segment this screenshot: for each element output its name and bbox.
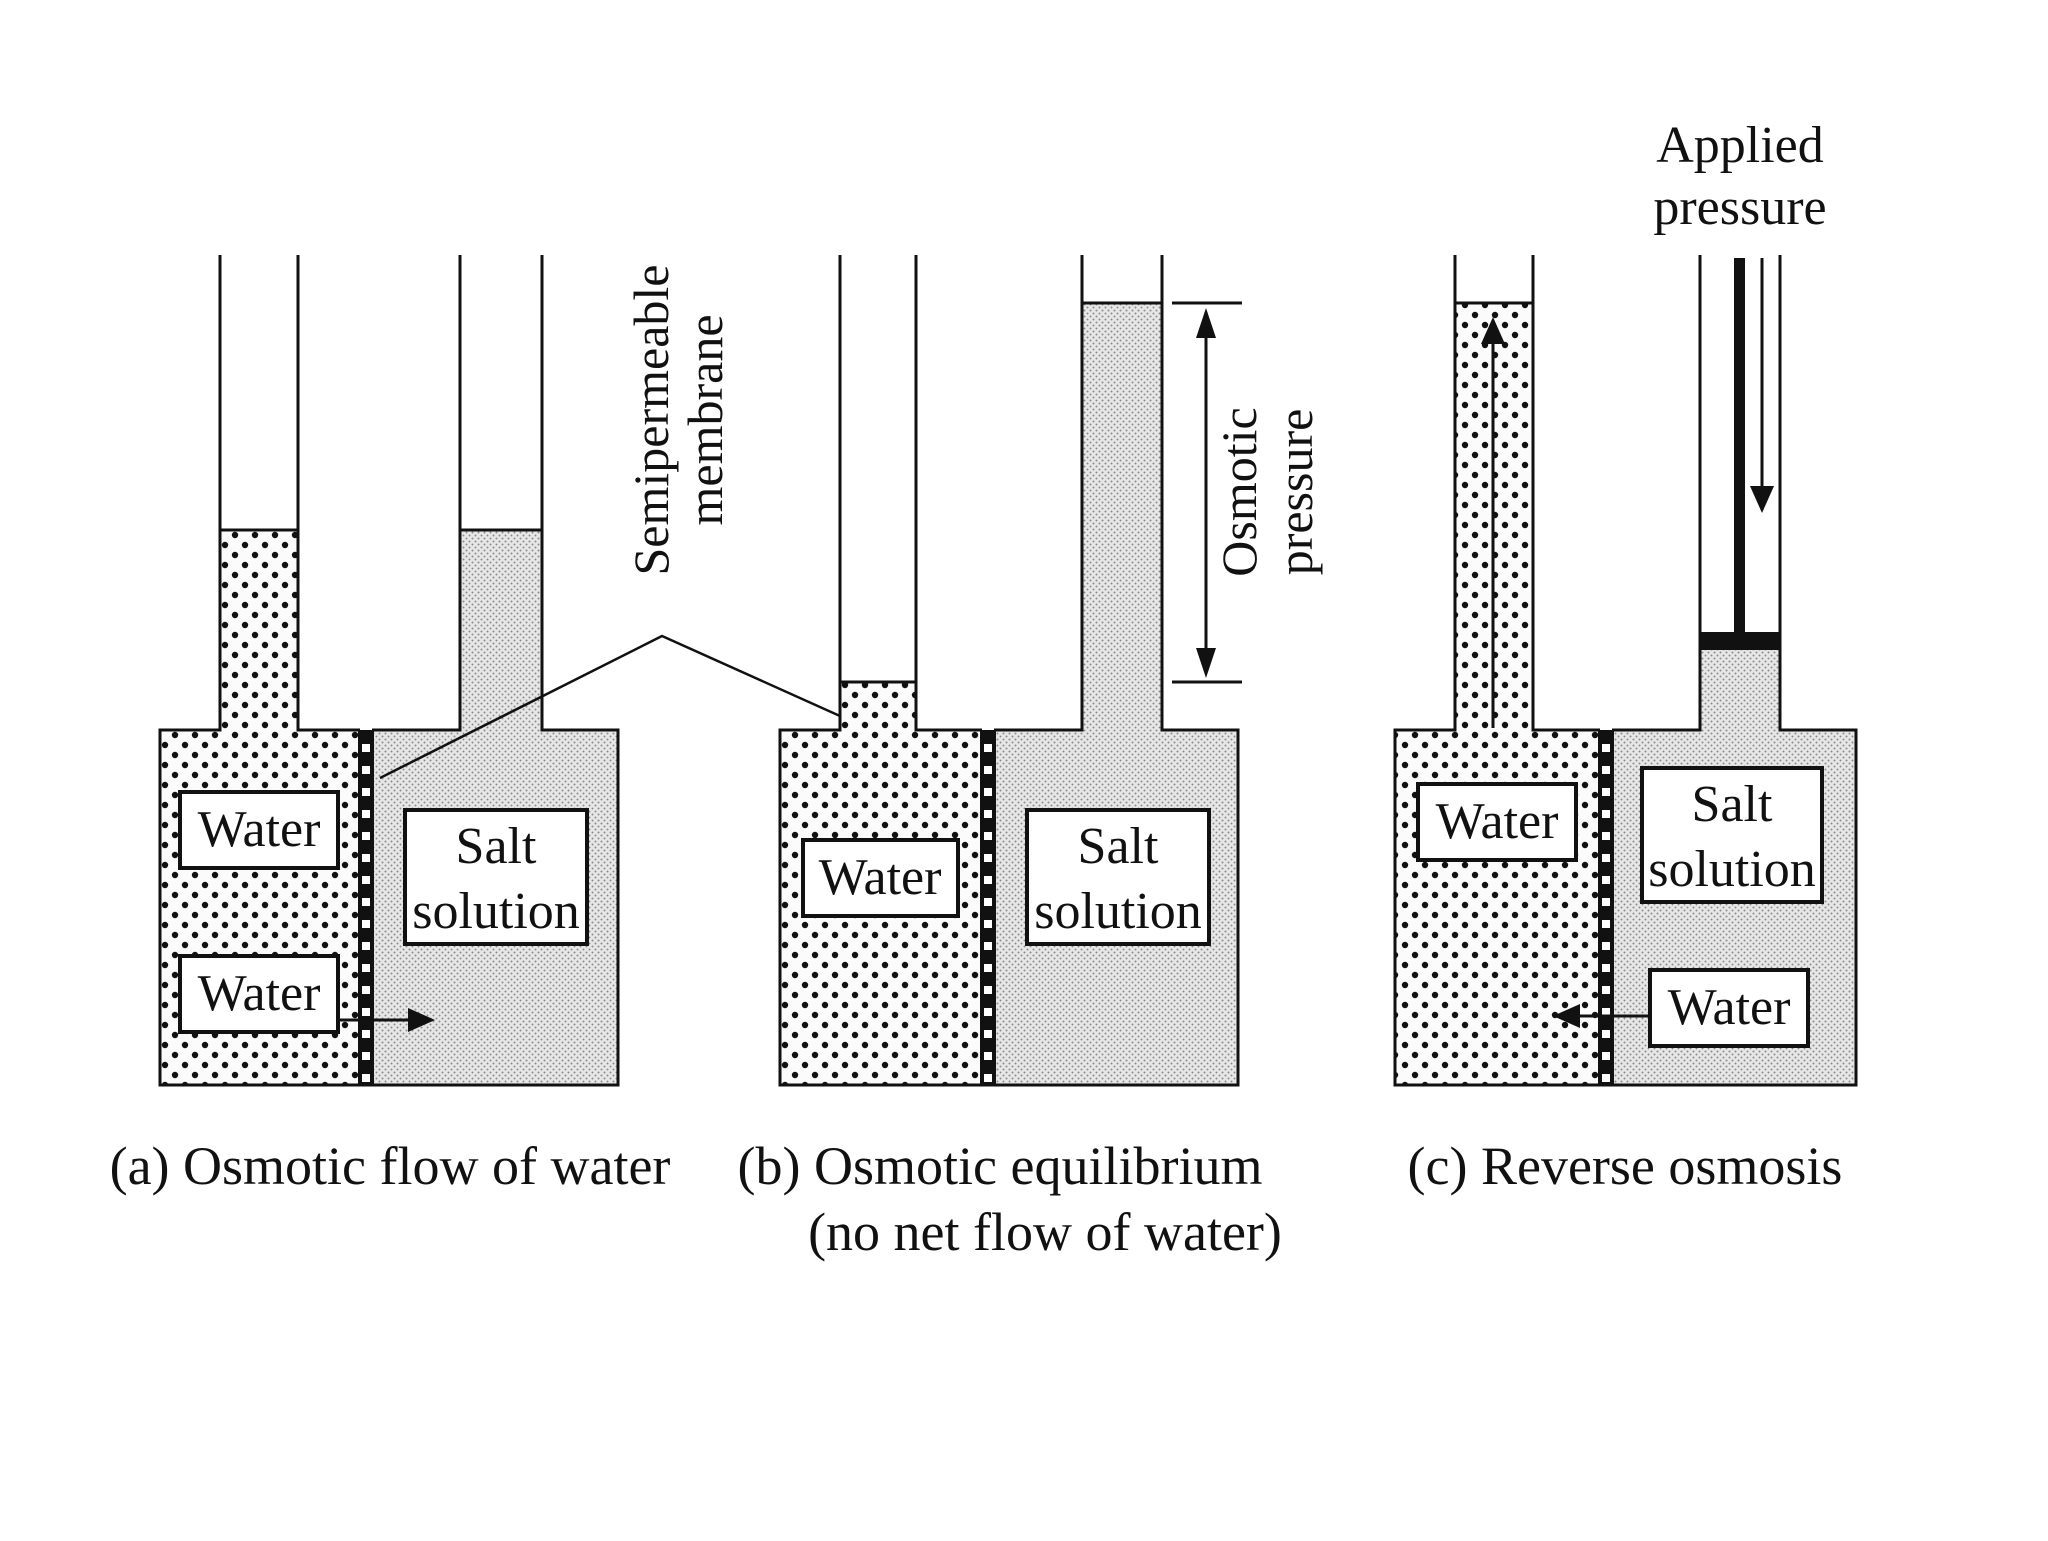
panel-b-right-label-line2: solution xyxy=(1034,883,1202,940)
panel-b: Water Salt solution Osmotic pressure (b)… xyxy=(738,255,1323,1262)
panel-c-flow-label: Water xyxy=(1668,979,1791,1036)
panel-a-right-label-line1: Salt xyxy=(456,818,537,875)
membrane-callout: Semipermeable membrane xyxy=(379,265,979,780)
panel-a-membrane xyxy=(358,730,374,1085)
membrane-callout-line1: Semipermeable xyxy=(623,265,679,576)
panel-c-piston xyxy=(1700,258,1780,650)
panel-a-right-label-line2: solution xyxy=(412,883,580,940)
panel-b-left-label-box xyxy=(801,838,960,918)
panel-c-right-label-line2: solution xyxy=(1648,841,1816,898)
panel-c-left-label: Water xyxy=(1436,793,1559,850)
panel-b-dimension-label-line2: pressure xyxy=(1267,409,1323,576)
panel-b-right-label-box xyxy=(1025,808,1211,946)
panel-b-vessel-outline xyxy=(778,255,1240,1087)
panel-c-piston-label-line1: Applied xyxy=(1656,117,1824,174)
panel-a-left-label-box xyxy=(178,790,340,870)
panel-a-left-label: Water xyxy=(198,801,321,858)
panel-b-caption-line2: (no net flow of water) xyxy=(808,1202,1282,1262)
panel-c-piston-label-line2: pressure xyxy=(1653,179,1826,236)
panel-a: Water Salt solution Water (a) Osmotic fl… xyxy=(110,255,671,1196)
panel-a-flow-label-box xyxy=(178,954,340,1034)
panel-a-right-chamber xyxy=(372,530,618,1085)
panel-b-right-chamber xyxy=(994,303,1238,1085)
panel-b-dimension-label-line1: Osmotic xyxy=(1211,407,1267,576)
panel-c: Applied pressure Water Salt solution Wat… xyxy=(1393,117,1858,1196)
panel-c-right-label-box xyxy=(1640,766,1824,904)
panel-b-pressure-dimension xyxy=(1172,301,1242,684)
panel-b-membrane xyxy=(980,730,996,1085)
panel-b-left-label: Water xyxy=(819,849,942,906)
panel-c-left-label-box xyxy=(1416,782,1578,862)
membrane-callout-line2: membrane xyxy=(677,314,733,525)
panel-a-vessel-outline xyxy=(158,255,620,1087)
panel-c-vessel-outline xyxy=(1393,255,1858,1087)
panel-a-right-label-box xyxy=(403,808,589,946)
panel-c-right-label-line1: Salt xyxy=(1692,776,1773,833)
panel-c-flow-label-box xyxy=(1648,968,1810,1048)
panel-c-left-chamber xyxy=(1395,303,1600,1085)
panel-a-flow-label: Water xyxy=(198,965,321,1022)
panel-a-caption: (a) Osmotic flow of water xyxy=(110,1136,671,1196)
panel-c-caption: (c) Reverse osmosis xyxy=(1408,1136,1843,1196)
panel-c-membrane xyxy=(1598,730,1614,1085)
panel-b-caption-line1: (b) Osmotic equilibrium xyxy=(738,1136,1263,1196)
panel-b-right-label-line1: Salt xyxy=(1078,818,1159,875)
